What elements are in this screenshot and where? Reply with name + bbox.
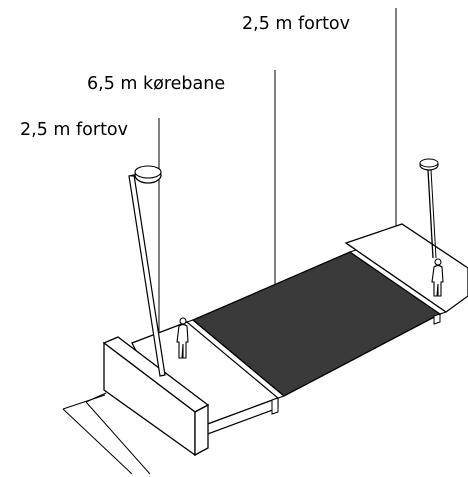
label-sidewalk-right: 2,5 m fortov [242, 14, 350, 34]
ground-hatching [62, 392, 151, 475]
retaining-wall [102, 336, 210, 457]
label-sidewalk-left: 2,5 m fortov [20, 120, 128, 140]
curb-left-front [271, 397, 279, 415]
curb-right-front [433, 313, 441, 325]
label-roadway: 6,5 m kørebane [87, 74, 225, 94]
street-lamp-left-icon [128, 165, 166, 377]
pedestrian-right-icon [431, 258, 444, 297]
pedestrian-left-icon [176, 317, 189, 359]
street-lamp-right-icon [419, 158, 439, 259]
